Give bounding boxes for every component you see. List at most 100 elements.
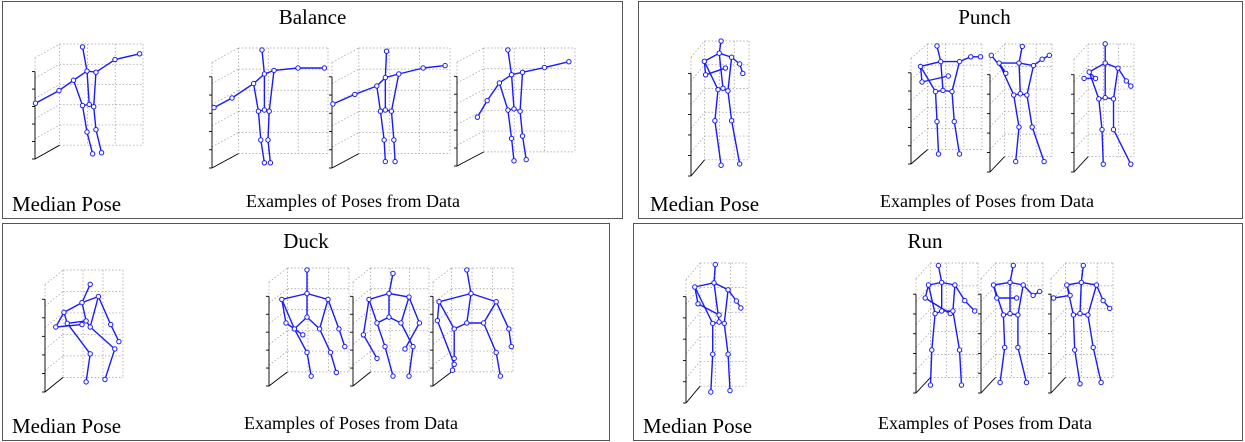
joint-marker (1078, 279, 1085, 286)
joint-marker (939, 308, 945, 314)
joint-marker (935, 151, 942, 157)
joint-marker (1013, 158, 1019, 165)
joint-marker (1023, 379, 1030, 386)
joint-marker (712, 118, 718, 124)
joint-marker (300, 332, 306, 338)
bone (86, 71, 90, 105)
joint-marker (416, 320, 423, 326)
grid (44, 269, 124, 393)
joint-marker (711, 280, 717, 286)
joint-marker (962, 297, 968, 304)
joint-marker (725, 351, 731, 357)
bone (404, 322, 421, 350)
joint-marker (352, 91, 358, 98)
joint-marker (484, 97, 490, 104)
joint-marker (1086, 69, 1092, 75)
bone (507, 49, 513, 75)
bone (921, 75, 949, 83)
joint-marker (70, 77, 77, 83)
bone (398, 67, 424, 75)
median-pose-plot (32, 43, 144, 160)
bone (1013, 94, 1020, 128)
bone (727, 57, 733, 92)
bone (727, 90, 733, 121)
joint-marker (53, 324, 59, 330)
bone (81, 105, 88, 133)
bone (694, 286, 699, 304)
panel-title: Duck (283, 229, 329, 253)
skeleton-figures (42, 267, 515, 393)
joint-marker (267, 160, 274, 166)
bone (714, 120, 722, 166)
bone (261, 49, 266, 75)
examples-label: Examples of Poses from Data (246, 191, 460, 211)
joint-marker (1015, 344, 1021, 351)
bone (438, 301, 455, 330)
joint-marker (291, 326, 298, 332)
bone (72, 80, 84, 106)
joint-marker (79, 321, 85, 328)
axis (430, 295, 452, 387)
bone (1066, 284, 1075, 316)
joint-marker (1102, 94, 1108, 101)
joint-marker (945, 73, 951, 79)
bone (1088, 71, 1100, 100)
bone (522, 66, 545, 74)
bone (952, 284, 956, 312)
bone (1087, 314, 1094, 348)
joint-marker (997, 379, 1003, 386)
joint-marker (1077, 310, 1083, 317)
joint-marker (336, 326, 342, 332)
bone (383, 139, 387, 162)
bone (1080, 265, 1084, 283)
bone (213, 97, 233, 109)
bone (993, 281, 1011, 286)
bone (723, 289, 729, 324)
joint-marker (1102, 41, 1108, 47)
bone (694, 286, 714, 324)
axis (688, 72, 705, 177)
joint-marker (265, 137, 271, 143)
joint-marker (86, 101, 92, 108)
joint-marker (1016, 124, 1022, 130)
bone (937, 265, 943, 283)
examples-label: Examples of Poses from Data (878, 413, 1092, 433)
joint-marker (406, 373, 412, 379)
joint-marker (211, 104, 217, 111)
joint-marker (712, 261, 718, 268)
bone (318, 299, 329, 330)
joint-marker (374, 320, 380, 326)
joint-marker (493, 349, 499, 356)
joint-marker (480, 320, 487, 326)
panel-duck: Duck Median Pose Examples of Poses from … (2, 223, 610, 441)
joint-marker (932, 88, 939, 95)
bone (703, 60, 719, 90)
joint-marker (1080, 262, 1086, 269)
axis (1048, 293, 1066, 394)
bone (723, 323, 729, 355)
bone (268, 70, 275, 112)
bone (1031, 126, 1045, 162)
joint-marker (721, 320, 727, 327)
bone (934, 91, 938, 122)
joint-marker (61, 309, 67, 316)
bone (436, 320, 455, 365)
bone (1095, 284, 1104, 301)
joint-marker (98, 150, 105, 156)
joint-marker (737, 161, 743, 167)
bone (927, 284, 936, 314)
bone (1101, 129, 1104, 165)
joint-marker (56, 87, 62, 94)
bone (35, 89, 60, 104)
axis (266, 295, 288, 387)
example-pose-plot (1048, 262, 1114, 394)
joint-marker (1050, 295, 1057, 301)
bone (1018, 46, 1023, 64)
axis (454, 75, 485, 167)
joint-marker (692, 284, 698, 290)
joint-marker (727, 387, 733, 394)
median-pose-plot (42, 269, 124, 393)
bone (919, 66, 937, 92)
joint-marker (321, 65, 328, 71)
axis (350, 295, 371, 387)
